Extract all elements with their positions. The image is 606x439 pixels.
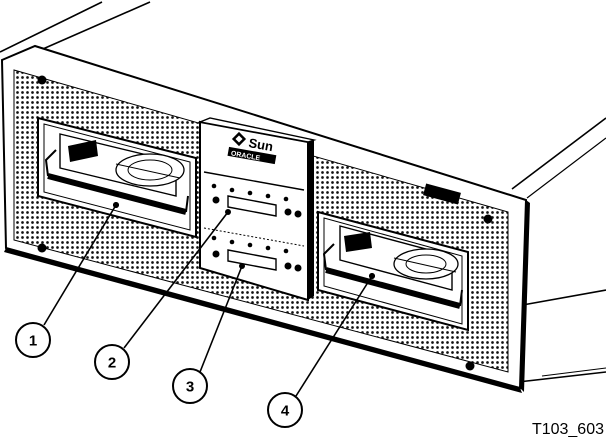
- center-control-panel: Sun ORACLE: [197, 117, 317, 302]
- status-led-icon: [211, 235, 289, 254]
- figure-id-label: T103_603: [532, 421, 604, 438]
- button-icon: [294, 264, 302, 272]
- callout-leaders: [43, 202, 375, 397]
- callout-4-number: 4: [281, 403, 290, 420]
- lower-drive-status-panel: [211, 235, 302, 272]
- callout-4: 4: [267, 392, 303, 428]
- status-led-icon: [211, 183, 289, 202]
- button-icon: [284, 208, 292, 216]
- chassis-body: [0, 1, 606, 383]
- button-icon: [212, 250, 220, 258]
- callout-3: 3: [172, 368, 208, 404]
- screw-icon: [37, 243, 47, 253]
- callout-3-number: 3: [186, 379, 194, 396]
- button-icon: [212, 196, 220, 204]
- bezel-screws: [37, 75, 493, 371]
- screw-icon: [37, 75, 47, 85]
- sun-logo-icon: [231, 131, 247, 147]
- button-icon: [284, 262, 292, 270]
- right-tape-drive-slot: [317, 183, 469, 332]
- button-icon: [294, 210, 302, 218]
- callout-2: 2: [94, 344, 130, 380]
- screw-icon: [483, 214, 493, 224]
- callout-2-number: 2: [108, 355, 116, 372]
- upper-drive-status-panel: [211, 183, 302, 218]
- callout-1-number: 1: [29, 333, 37, 350]
- callout-1: 1: [15, 322, 51, 358]
- svg-text:Sun: Sun: [247, 135, 274, 154]
- left-tape-drive-slot: [37, 116, 197, 239]
- screw-icon: [465, 361, 475, 371]
